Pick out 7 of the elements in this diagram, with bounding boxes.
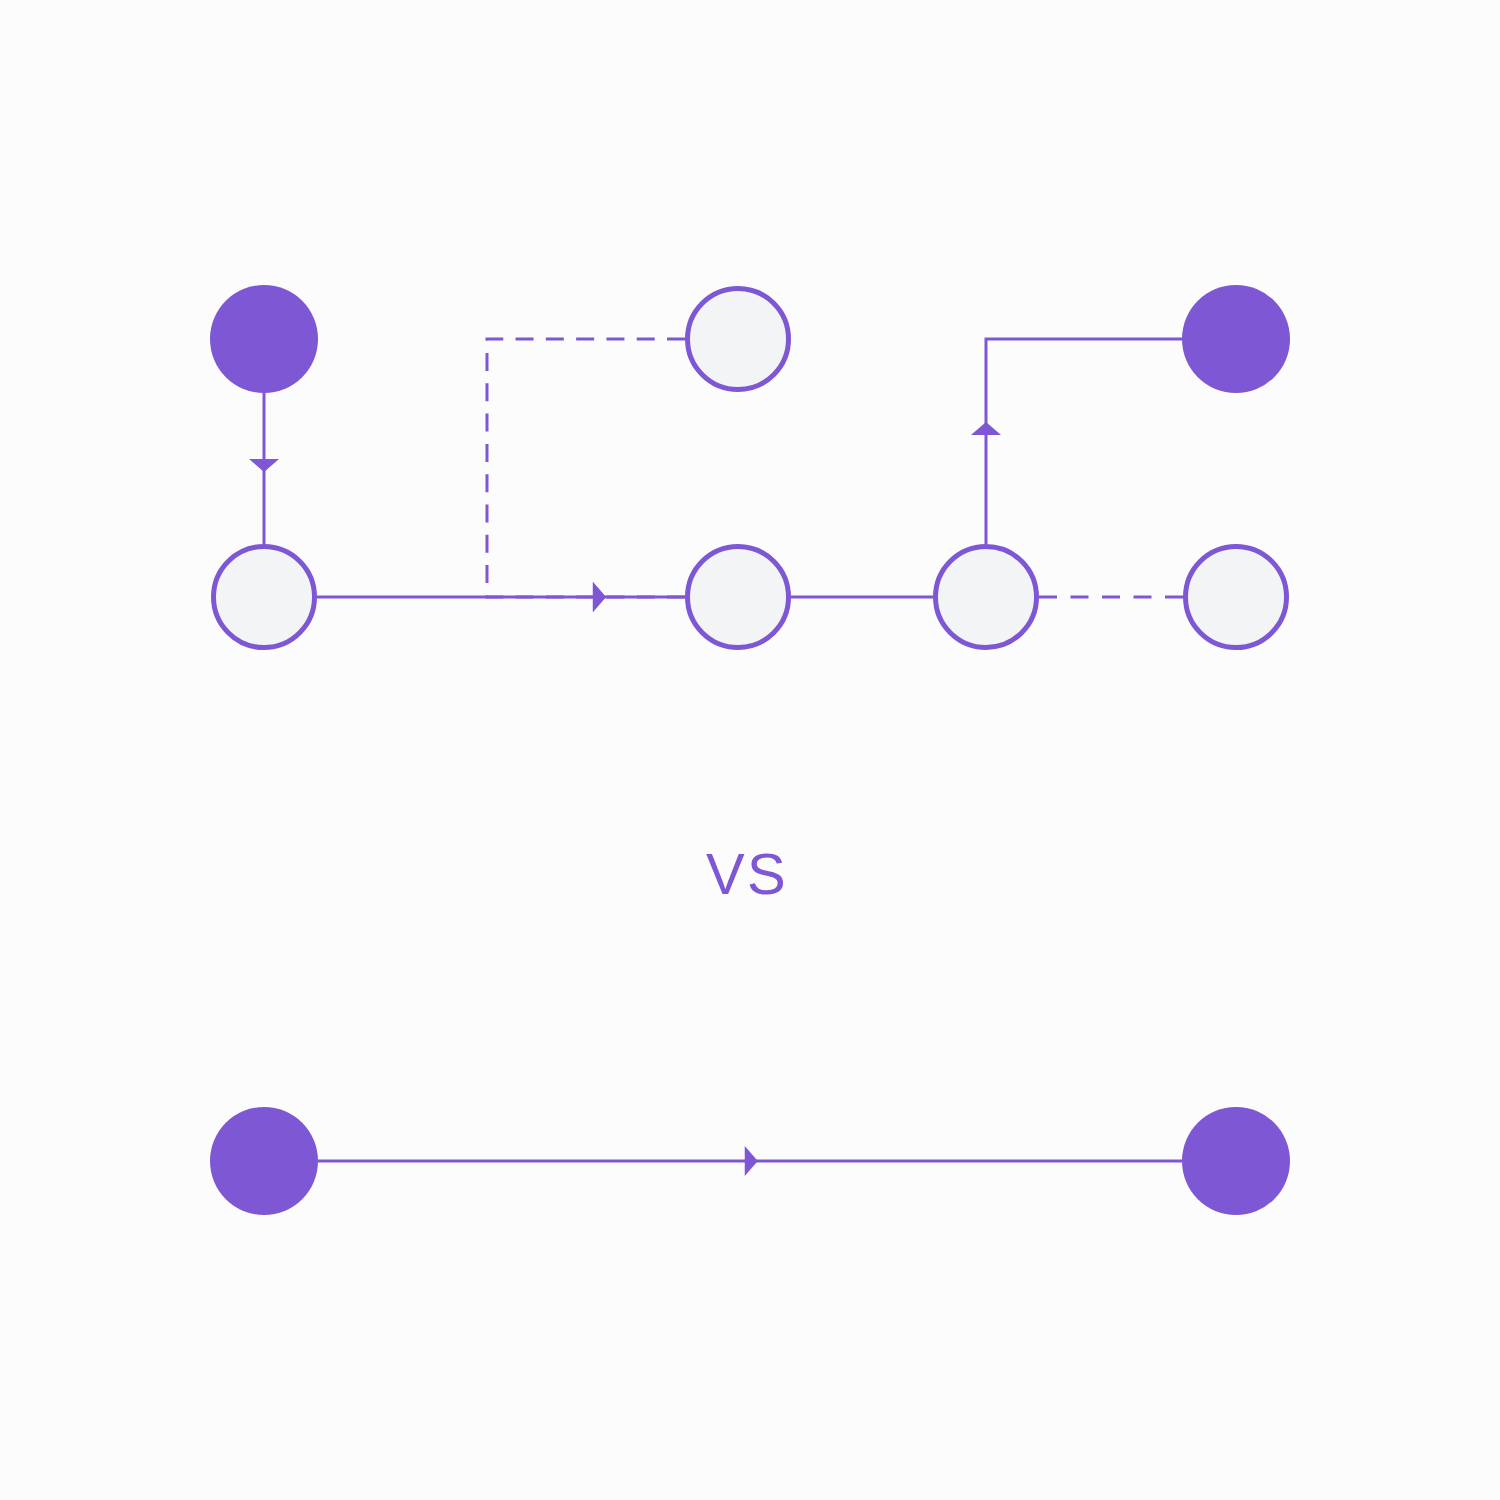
arrow — [317, 582, 685, 612]
dashed-connector-line — [1039, 595, 1183, 599]
connector-line — [791, 595, 933, 599]
versus-label: VS — [706, 845, 788, 903]
arrow — [318, 1146, 1182, 1176]
arrow — [971, 337, 1182, 544]
arrow — [249, 393, 279, 544]
